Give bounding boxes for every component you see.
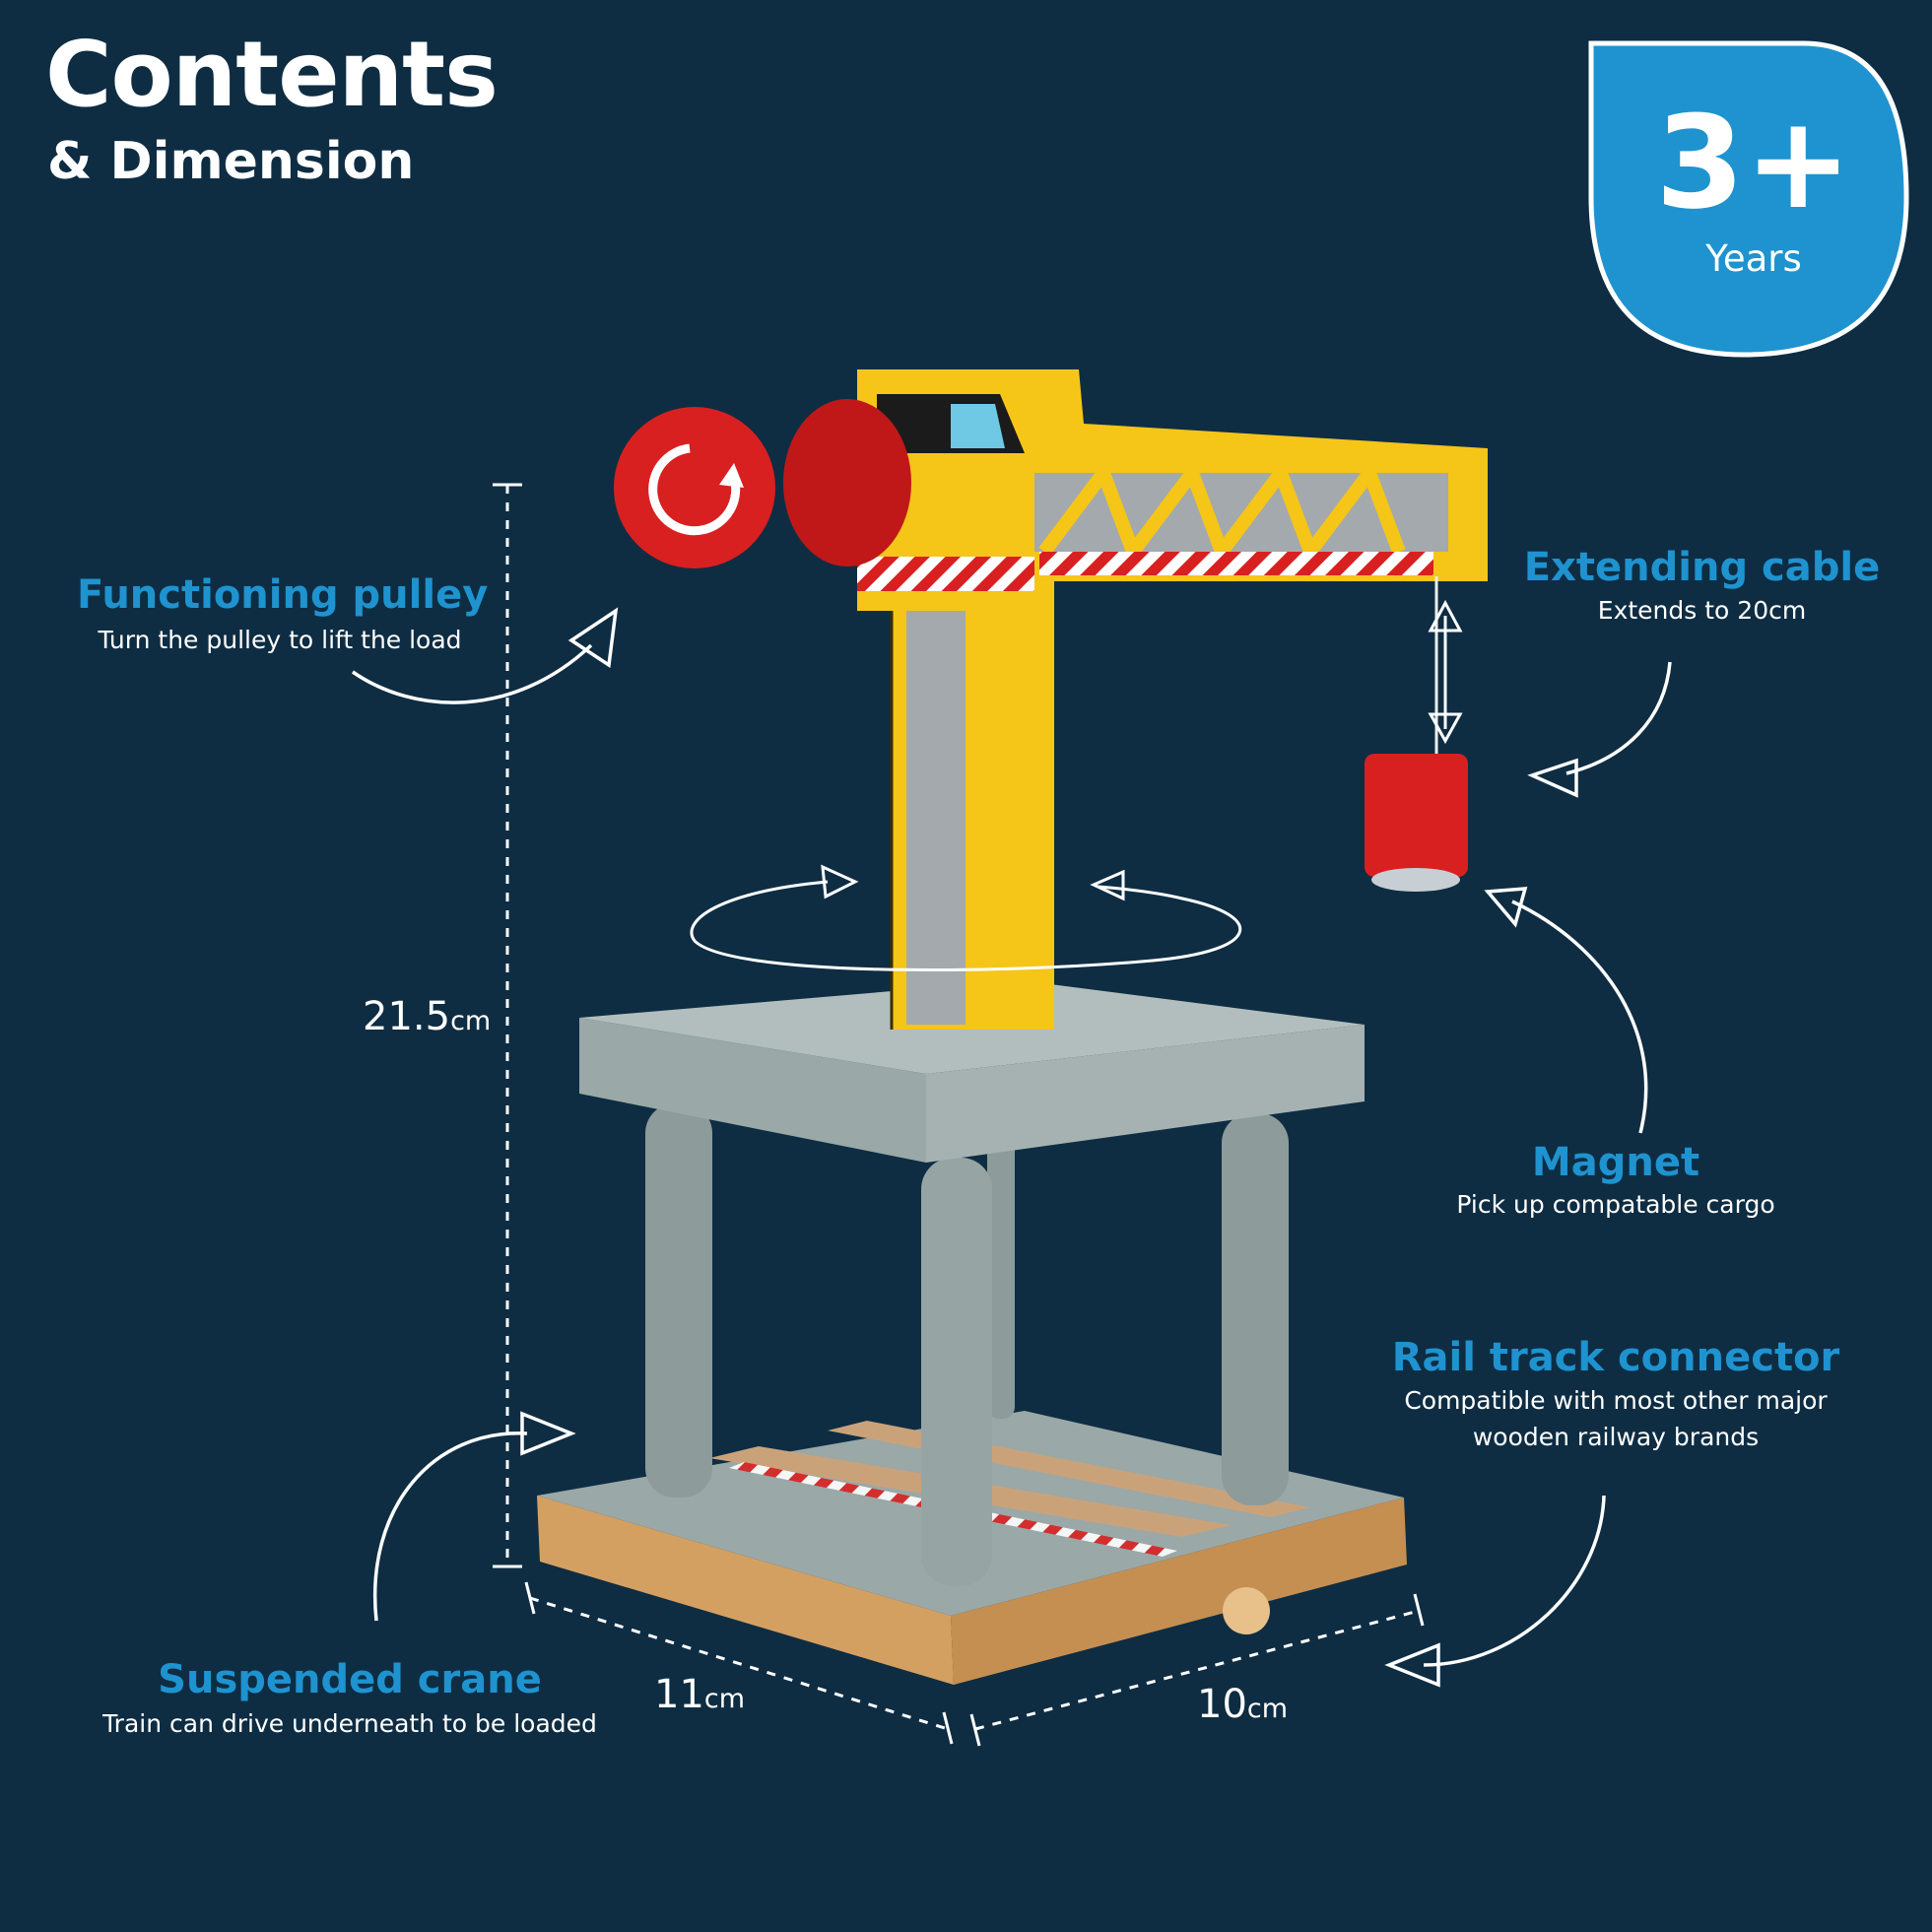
pulley-feature-title: Functioning pulley — [77, 572, 489, 618]
depth-dimension-line — [529, 1596, 949, 1731]
crane-jib — [857, 369, 1488, 611]
rail-feature-desc-1: Compatible with most other major — [1404, 1386, 1828, 1415]
pulley-rotate-icon — [648, 443, 741, 536]
age-badge-label: Years — [1705, 237, 1802, 280]
rail-feature-title: Rail track connector — [1391, 1335, 1840, 1380]
magnet — [1365, 754, 1468, 892]
page-subtitle: & Dimension — [47, 132, 415, 191]
rail-feature-desc-2: wooden railway brands — [1472, 1423, 1760, 1451]
depth-value: 11 — [654, 1672, 704, 1717]
height-value: 21.5 — [363, 994, 451, 1039]
width-dimension-line — [974, 1609, 1420, 1731]
cable-feature-title: Extending cable — [1523, 545, 1881, 590]
depth-dimension: 11cm — [654, 1675, 745, 1714]
rotation-arrow-icon — [690, 864, 1242, 972]
width-dimension: 10cm — [1197, 1685, 1288, 1724]
magnet-feature-title: Magnet — [1531, 1140, 1700, 1185]
height-dimension: 21.5cm — [363, 997, 491, 1036]
suspended-feature-title: Suspended crane — [158, 1657, 542, 1702]
pulley-drum — [614, 399, 911, 568]
magnet-feature-desc: Pick up compatable cargo — [1456, 1190, 1775, 1219]
width-unit: cm — [1246, 1694, 1289, 1724]
rail-connector-peg — [1223, 1587, 1270, 1634]
width-value: 10 — [1197, 1682, 1247, 1727]
crane-mast — [890, 581, 1054, 1030]
page-title: Contents — [45, 22, 499, 127]
crane-base — [537, 1411, 1407, 1685]
curved-arrow-icon — [352, 607, 1672, 1688]
double-arrow-icon — [1428, 599, 1463, 745]
age-badge-value: 3+ — [1655, 88, 1852, 237]
pulley-feature-desc: Turn the pulley to lift the load — [98, 626, 462, 654]
depth-unit: cm — [703, 1684, 746, 1714]
height-unit: cm — [450, 1006, 492, 1036]
crane-legs — [645, 1103, 1289, 1586]
age-badge-shape — [1588, 40, 1909, 358]
suspended-feature-desc: Train can drive underneath to be loaded — [102, 1709, 597, 1738]
cable-feature-desc: Extends to 20cm — [1597, 596, 1807, 625]
